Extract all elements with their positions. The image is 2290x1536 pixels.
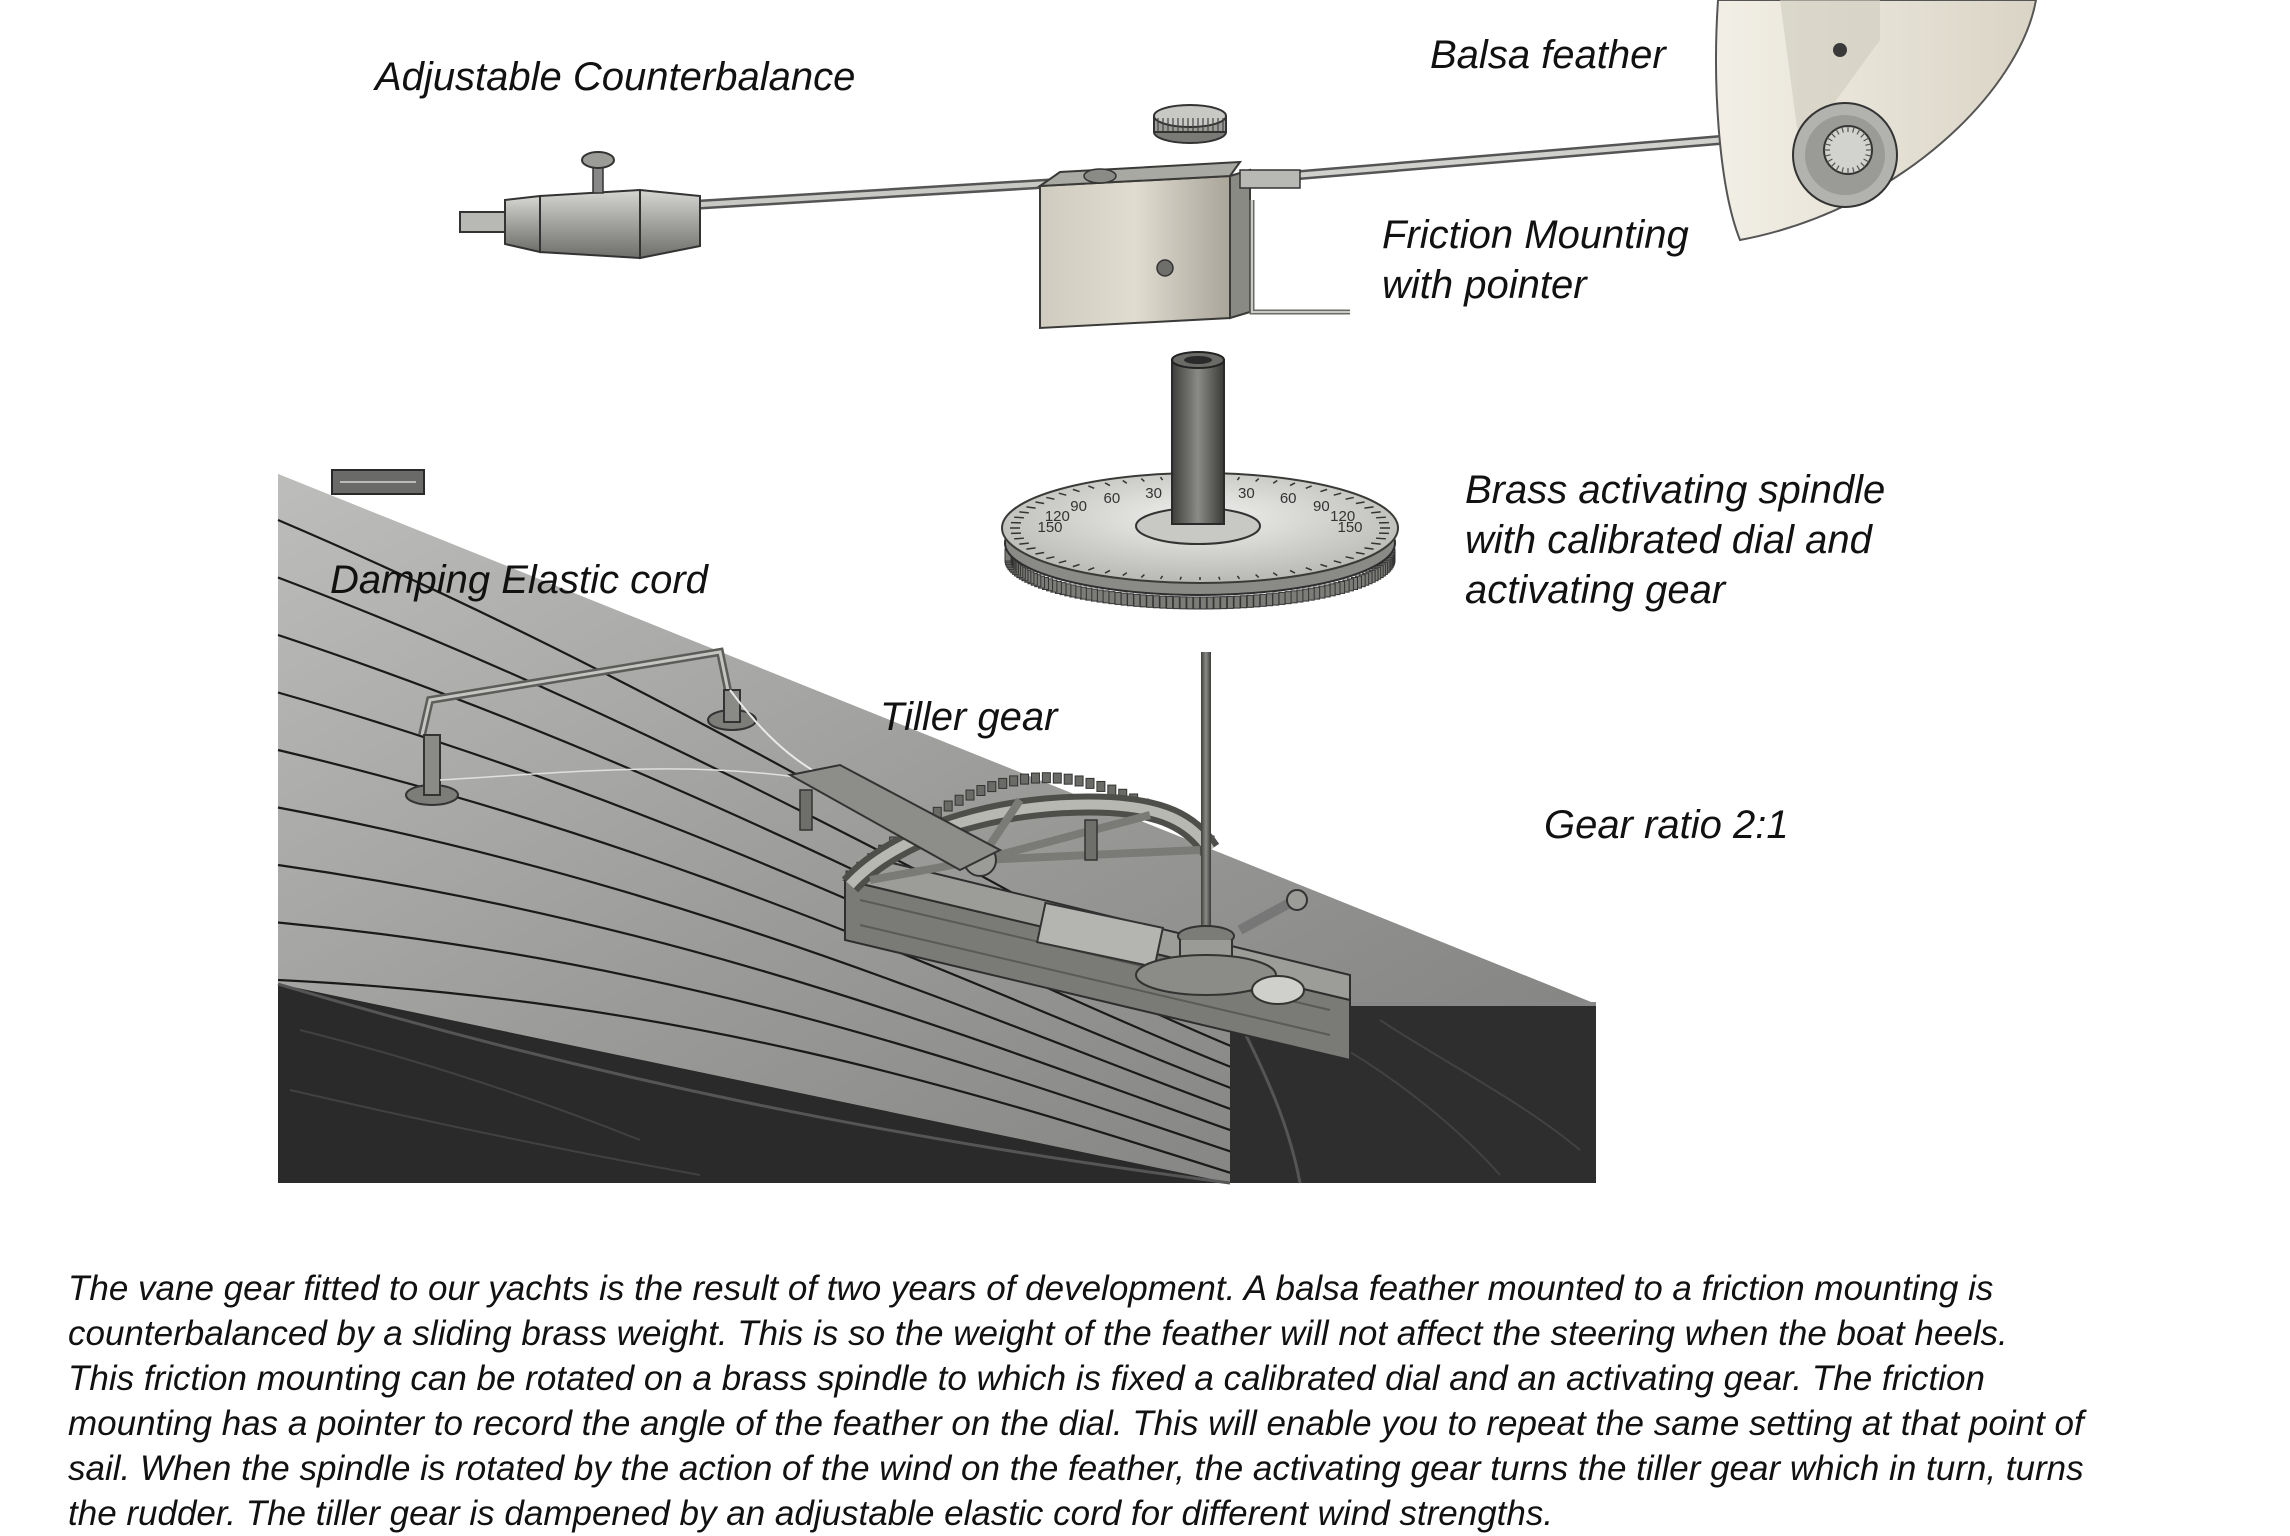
dial-gear-tooth — [1134, 594, 1140, 606]
dial-gear-tooth — [1121, 593, 1127, 605]
dial-gear-tooth — [1297, 590, 1303, 602]
label-counterbalance: Adjustable Counterbalance — [375, 52, 855, 102]
dial-gear-tooth — [1227, 596, 1233, 608]
brass-spindle-dial: 1501209060300306090120150 — [1002, 352, 1398, 609]
tiller-gear-tooth — [999, 778, 1007, 788]
dial-tick — [1014, 538, 1024, 539]
dial-gear-tooth — [1247, 595, 1253, 607]
dial-gear-tooth — [1147, 595, 1153, 607]
label-tiller-gear: Tiller gear — [880, 692, 1057, 742]
dial-gear-tooth — [1180, 597, 1186, 609]
tiller-gear-tooth — [977, 786, 985, 796]
tiller-gear-tooth — [1075, 776, 1083, 786]
caption-line: This friction mounting can be rotated on… — [68, 1356, 2268, 1401]
dial-gear-tooth — [1254, 595, 1260, 607]
caption-line: the rudder. The tiller gear is dampened … — [68, 1491, 2268, 1536]
dial-gear-tooth — [1207, 597, 1213, 609]
dial-gear-tooth — [1234, 596, 1240, 608]
dial-gear-tooth — [1140, 595, 1146, 607]
dial-tick — [1019, 512, 1029, 513]
dial-gear-tooth — [1127, 594, 1133, 606]
dial-gear-tooth — [1115, 592, 1121, 604]
dial-gear-tooth — [1241, 596, 1247, 608]
dial-number: 30 — [1238, 485, 1255, 502]
label-friction-mounting: Friction Mounting — [1382, 210, 1689, 260]
label-damping-cord: Damping Elastic cord — [330, 555, 708, 605]
dial-gear-tooth — [1103, 591, 1109, 603]
label-gear-ratio: Gear ratio 2:1 — [1544, 800, 1789, 850]
dial-gear-tooth — [1109, 592, 1115, 604]
dial-gear-tooth — [1214, 597, 1220, 609]
dial-gear-tooth — [1160, 596, 1166, 608]
dial-gear-tooth — [1167, 596, 1173, 608]
balsa-feather — [1716, 0, 2036, 240]
tiller-gear-tooth — [1086, 778, 1094, 788]
label-balsa-feather: Balsa feather — [1430, 30, 1666, 80]
dial-tick — [1219, 577, 1220, 580]
dial-gear-tooth — [1097, 590, 1103, 602]
dial-number: 60 — [1103, 490, 1120, 507]
dial-gear-tooth — [1187, 597, 1193, 609]
tiller-gear-tooth — [1108, 785, 1116, 795]
dial-gear-tooth — [1285, 592, 1291, 604]
dial-tick — [1371, 543, 1381, 544]
dial-tick — [1376, 517, 1386, 518]
counterbalance-arm — [460, 152, 1140, 258]
tiller-gear-tooth — [1097, 781, 1105, 791]
tiller-gear-tooth — [1042, 773, 1050, 783]
dial-gear-tooth — [1260, 594, 1266, 606]
tiller-gear-tooth — [988, 782, 996, 792]
caption-paragraph: The vane gear fitted to our yachts is th… — [68, 1266, 2268, 1536]
tiller-gear-tooth — [1031, 773, 1039, 783]
caption-line: counterbalanced by a sliding brass weigh… — [68, 1311, 2268, 1356]
dial-tick — [1180, 577, 1181, 580]
dial-gear-tooth — [1200, 597, 1206, 609]
dial-gear-tooth — [1273, 593, 1279, 605]
dial-gear-tooth — [1153, 596, 1159, 608]
dial-number: 150 — [1337, 519, 1362, 536]
dial-number: 90 — [1313, 498, 1330, 515]
caption-line: The vane gear fitted to our yachts is th… — [68, 1266, 2268, 1311]
caption-line: mounting has a pointer to record the ang… — [68, 1401, 2268, 1446]
dial-number: 60 — [1280, 490, 1297, 507]
dial-gear-tooth — [1303, 589, 1309, 601]
label-friction-pointer: with pointer — [1382, 260, 1587, 310]
tiller-gear-tooth — [955, 795, 963, 805]
dial-tick — [1014, 517, 1024, 518]
dial-gear-tooth — [1173, 597, 1179, 609]
dial-number: 120 — [1045, 508, 1070, 525]
label-spindle-2: with calibrated dial and — [1465, 515, 1872, 565]
dial-gear-tooth — [1279, 592, 1285, 604]
tiller-gear-tooth — [944, 801, 952, 811]
dial-tick — [1371, 512, 1381, 513]
label-spindle-3: activating gear — [1465, 565, 1725, 615]
dial-tick — [1376, 538, 1386, 539]
dial-gear-tooth — [1221, 597, 1227, 609]
dial-number: 90 — [1070, 498, 1087, 515]
dial-tick — [1019, 543, 1029, 544]
tiller-gear-tooth — [1064, 774, 1072, 784]
dial-gear-tooth — [1291, 591, 1297, 603]
tiller-gear-tooth — [1010, 776, 1018, 786]
dial-gear-tooth — [1194, 597, 1200, 609]
tiller-gear-tooth — [1021, 774, 1029, 784]
label-spindle-1: Brass activating spindle — [1465, 465, 1885, 515]
dial-gear-tooth — [1267, 594, 1273, 606]
knurled-nut — [1154, 105, 1226, 143]
deck-fitting — [332, 470, 424, 494]
tiller-gear-tooth — [1053, 773, 1061, 783]
tiller-gear-tooth — [966, 790, 974, 800]
caption-line: sail. When the spindle is rotated by the… — [68, 1446, 2268, 1491]
dial-number: 30 — [1145, 485, 1162, 502]
